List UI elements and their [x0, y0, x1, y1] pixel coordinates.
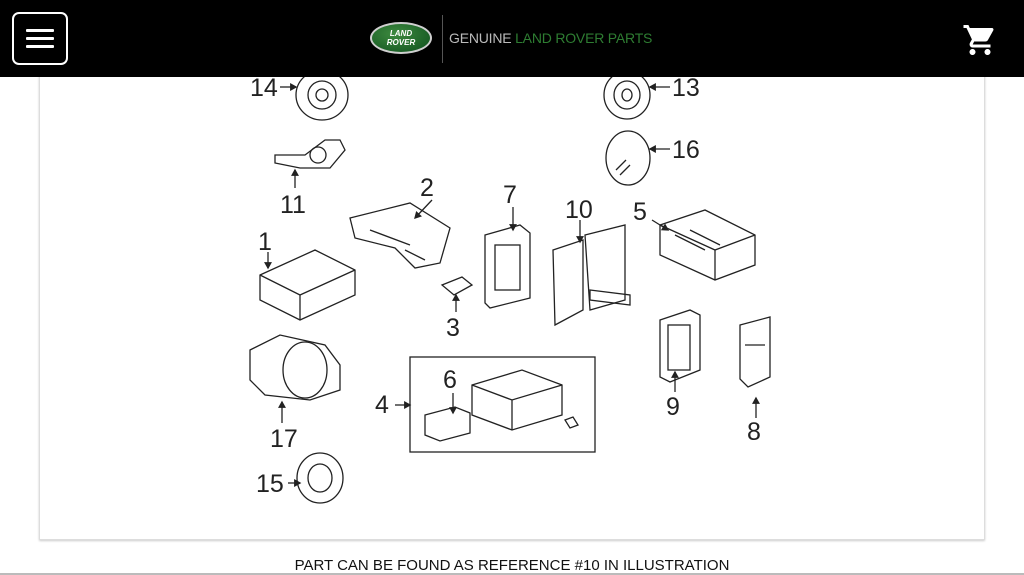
callout-16: 16 [672, 136, 700, 164]
part-17-housing [249, 334, 341, 401]
part-15-speaker [296, 452, 344, 504]
callout-13: 13 [672, 74, 700, 102]
callout-8: 8 [747, 418, 761, 446]
part-3-clip [440, 276, 474, 296]
part-9-module [659, 309, 701, 383]
callout-3: 3 [446, 314, 460, 342]
arrowhead [404, 401, 412, 409]
callout-9: 9 [666, 393, 680, 421]
arrowhead [660, 223, 670, 231]
part-14-speaker [295, 69, 349, 121]
part-16-cover [605, 130, 651, 186]
callout-6: 6 [443, 366, 457, 394]
hamburger-line [26, 37, 54, 40]
callout-17: 17 [270, 425, 298, 453]
arrowhead [278, 400, 286, 408]
arrowhead [648, 83, 656, 91]
arrowhead [291, 168, 299, 176]
callout-1: 1 [258, 228, 272, 256]
callout-10: 10 [565, 196, 593, 224]
callout-2: 2 [420, 174, 434, 202]
part-7-module [484, 224, 531, 309]
kit-4-box [409, 356, 596, 453]
part-5-tray [659, 209, 756, 281]
arrowhead [509, 224, 517, 232]
arrowhead [671, 370, 679, 378]
part-2-bracket [349, 202, 451, 269]
arrowhead [452, 293, 460, 301]
part-8-bracket [739, 316, 771, 388]
part-11-bracket [274, 139, 346, 169]
brand-title: GENUINE LAND ROVER PARTS [449, 30, 652, 46]
part-13-speaker [603, 70, 651, 120]
shopping-cart-icon[interactable] [962, 22, 998, 58]
brand-highlight: LAND ROVER PARTS [515, 30, 653, 46]
hamburger-menu-icon [26, 29, 54, 32]
callout-5: 5 [633, 198, 647, 226]
hamburger-line [26, 45, 54, 48]
bottom-divider [0, 573, 1024, 575]
arrowhead [449, 407, 457, 415]
menu-button[interactable] [12, 12, 68, 65]
part-1-module [259, 249, 356, 321]
part-10-bracket [552, 224, 631, 327]
arrowhead [264, 262, 272, 270]
arrowhead [290, 83, 298, 91]
arrowhead [752, 396, 760, 404]
part-reference-caption: PART CAN BE FOUND AS REFERENCE #10 IN IL… [294, 557, 730, 574]
callout-7: 7 [503, 181, 517, 209]
callout-15: 15 [256, 470, 284, 498]
arrowhead [414, 210, 422, 219]
diagram-frame [39, 60, 985, 540]
arrowhead [648, 145, 656, 153]
part-4-unit [471, 369, 579, 431]
arrowhead [576, 236, 584, 244]
callout-4: 4 [375, 391, 389, 419]
part-6-module [424, 406, 471, 442]
brand-prefix: GENUINE [449, 30, 512, 46]
arrowhead [294, 479, 302, 487]
callout-11: 11 [280, 191, 306, 219]
header-divider [442, 15, 443, 63]
callout-14: 14 [250, 74, 278, 102]
